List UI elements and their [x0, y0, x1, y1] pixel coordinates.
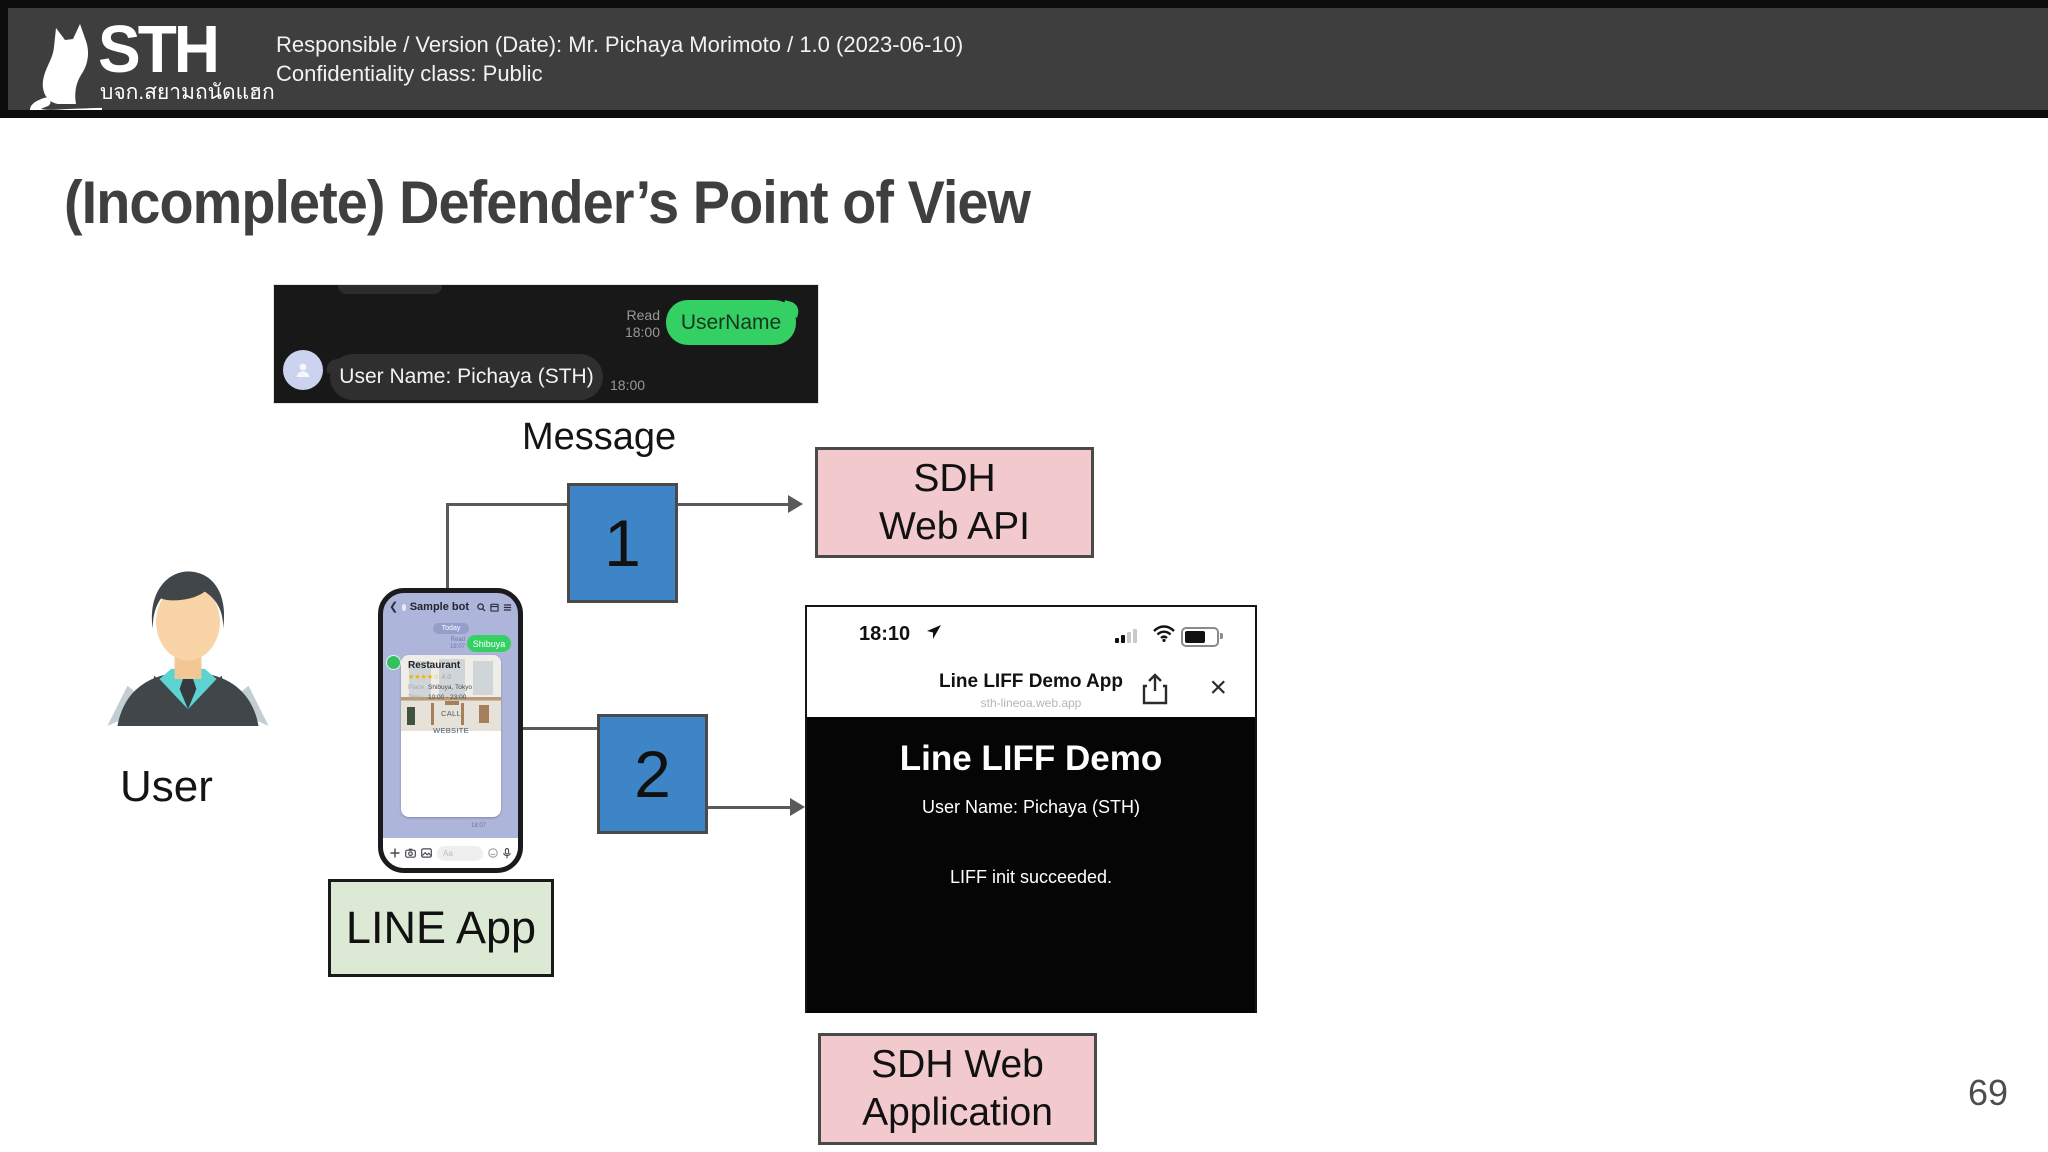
chat-read-status: Read 18:00	[590, 307, 660, 341]
time-row: Time 10:00 - 23:00	[408, 694, 494, 701]
status-time: 18:10	[859, 623, 911, 645]
page-number: 69	[1968, 1072, 2009, 1113]
time-label: Time	[408, 694, 423, 701]
smiley-icon[interactable]	[488, 848, 498, 858]
phone-outgoing-bubble: Shibuya	[467, 635, 511, 652]
read-label: Read	[626, 307, 660, 323]
restaurant-title: Restaurant	[408, 660, 461, 671]
person-icon	[293, 360, 313, 380]
connector-line2	[702, 806, 791, 809]
wifi-icon	[1153, 625, 1175, 642]
message-input[interactable]: Aa	[437, 845, 483, 861]
place-label: Place	[408, 684, 425, 691]
place-row: Place Shibuya, Tokyo	[408, 684, 494, 691]
stars: ★★★★☆	[408, 674, 440, 681]
sdh-web-api-line2: Web API	[878, 504, 1031, 548]
phone-read-status: Read 18:07	[431, 637, 465, 651]
user-label: User	[120, 762, 213, 811]
sth-logo: STH บจก.สยามถนัดแฮก	[20, 10, 320, 110]
read-time: 18:00	[624, 324, 660, 340]
liff-heading: Line LIFF Demo	[899, 739, 1163, 778]
incoming-time: 18:00	[610, 377, 646, 393]
page-title: (Incomplete) Defender’s Point of View	[64, 169, 1031, 236]
restaurant-rating: ★★★★☆4.0	[408, 673, 494, 681]
logo-text: STH	[98, 11, 220, 87]
bot-avatar	[386, 655, 401, 670]
close-icon[interactable]: ×	[1209, 671, 1227, 704]
liff-app-screenshot: 18:10 Line LIFF Demo App sth-lineoa.web.…	[805, 605, 1257, 1013]
liff-user-name: User Name: Pichaya (STH)	[921, 797, 1141, 817]
incoming-chat-bubble: User Name: Pichaya (STH)	[330, 354, 603, 400]
share-icon[interactable]	[1141, 673, 1169, 705]
arrowhead-to-liff	[790, 798, 805, 816]
contact-name: Sample bot	[409, 601, 469, 613]
sdh-web-application-box: SDH Web Application	[818, 1033, 1097, 1145]
time-value: 10:00 - 23:00	[428, 694, 467, 701]
line-phone-screenshot: ❮ Sample bot Today Read 18:07 Shibuya	[378, 588, 523, 873]
rating-value: 4.0	[441, 674, 452, 681]
slide-header-bar: STH บจก.สยามถนัดแฮก Responsible / Versio…	[0, 0, 2048, 118]
connector-phone-to-line1	[446, 503, 449, 589]
chat-partial-bubble	[338, 285, 442, 294]
line-app-box: LINE App	[328, 879, 554, 977]
call-button[interactable]: CALL	[441, 709, 461, 718]
search-icon[interactable]	[477, 602, 486, 612]
liff-init-status: LIFF init succeeded.	[949, 867, 1113, 887]
back-chevron-icon[interactable]: ❮	[389, 600, 399, 613]
calendar-icon[interactable]	[490, 603, 499, 612]
contact-avatar	[402, 603, 406, 611]
message-label: Message	[522, 416, 677, 458]
avatar	[283, 350, 323, 390]
liff-nav-title: Line LIFF Demo App	[938, 671, 1123, 692]
menu-icon[interactable]	[503, 603, 512, 612]
header-background: STH บจก.สยามถนัดแฮก Responsible / Versio…	[8, 8, 2048, 110]
mic-icon[interactable]	[503, 847, 511, 859]
confidentiality-line: Confidentiality class: Public	[276, 61, 543, 86]
liff-nav-url: sth-lineoa.web.app	[980, 696, 1082, 710]
image-icon[interactable]	[421, 848, 432, 858]
step-1-box: 1	[567, 483, 678, 603]
phone-message-time: 18:07	[471, 823, 487, 829]
website-button[interactable]: WEBSITE	[433, 726, 469, 735]
sdh-web-app-line2: Application	[862, 1091, 1053, 1134]
date-pill: Today	[433, 623, 469, 634]
outgoing-chat-bubble: UserName	[666, 300, 796, 345]
responsible-line: Responsible / Version (Date): Mr. Pichay…	[276, 32, 964, 57]
phone-read-time: 18:07	[449, 644, 465, 650]
arrowhead-to-sdh-api	[788, 495, 803, 513]
chat-screenshot: Read 18:00 UserName User Name: Pichaya (…	[274, 285, 818, 403]
sdh-web-api-box: SDH Web API	[815, 447, 1094, 558]
sdh-web-api-line1: SDH	[913, 456, 996, 500]
cellular-signal-icon	[1115, 629, 1137, 643]
phone-read-label: Read	[450, 637, 465, 643]
line-chat-header: ❮ Sample bot	[383, 593, 518, 619]
place-value: Shibuya, Tokyo	[428, 684, 472, 691]
sdh-web-app-line1: SDH Web	[871, 1043, 1044, 1086]
liff-content: Line LIFF Demo User Name: Pichaya (STH) …	[807, 717, 1255, 1013]
step-2-box: 2	[597, 714, 708, 834]
location-arrow-icon	[925, 623, 943, 641]
user-avatar	[104, 558, 272, 726]
header-meta-text: Responsible / Version (Date): Mr. Pichay…	[276, 30, 963, 88]
plus-icon[interactable]	[390, 848, 400, 858]
restaurant-card: Restaurant ★★★★☆4.0 Place Shibuya, Tokyo…	[401, 655, 501, 817]
connector-phone-to-step2	[510, 727, 600, 730]
battery-icon	[1181, 627, 1223, 647]
logo-subtext: บจก.สยามถนัดแฮก	[100, 81, 275, 104]
status-bar: 18:10	[807, 607, 1255, 653]
restaurant-photo	[401, 655, 501, 731]
cat-icon	[20, 14, 102, 110]
camera-icon[interactable]	[405, 848, 416, 858]
chat-input-bar: Aa	[383, 838, 518, 868]
